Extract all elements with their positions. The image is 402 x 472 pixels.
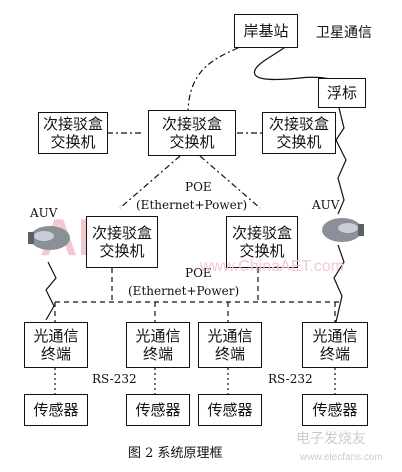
satellite-label: 卫星通信 (316, 25, 372, 41)
auv-label-right: AUV (312, 198, 340, 212)
terminal-line-2: 终端 (214, 345, 245, 363)
sensor-2: 传感器 (126, 394, 190, 426)
terminal-line-1: 光通信 (207, 327, 253, 345)
poe-detail-top: (Ethernet+Power) (136, 198, 248, 212)
sensor-label: 传感器 (312, 401, 358, 419)
buoy-label: 浮标 (326, 84, 357, 102)
shore-link-line (187, 47, 239, 111)
auv-right-link (333, 244, 345, 323)
figure-caption: 图 2 系统原理框 (128, 446, 223, 461)
shore-station-label: 岸基站 (243, 22, 289, 40)
satellite-link-line (254, 35, 341, 83)
sensor-4: 传感器 (302, 394, 368, 426)
auv-left-link (45, 261, 57, 321)
terminal-line-2: 终端 (142, 345, 173, 363)
poe-right-line (199, 155, 261, 209)
terminal-line-2: 终端 (40, 345, 71, 363)
optical-terminal-3: 光通信 终端 (198, 322, 262, 368)
junction-switch-top-right: 次接驳盒 交换机 (262, 112, 336, 154)
auv-label-left: AUV (30, 206, 58, 220)
auv-left-icon (28, 226, 70, 250)
terminal-line-1: 光通信 (312, 327, 358, 345)
junction-line-2: 交换机 (99, 242, 145, 260)
poe-left-line (119, 155, 181, 209)
shore-station-box: 岸基站 (234, 14, 298, 48)
watermark-site-small: www.elecfans.com (300, 452, 383, 463)
rs232-label-left: RS-232 (92, 372, 137, 386)
junction-line-2: 交换机 (169, 133, 215, 151)
optical-terminal-1: 光通信 终端 (24, 322, 88, 368)
junction-switch-top-left: 次接驳盒 交换机 (38, 112, 108, 154)
watermark-site: www.ChinaAET.com (200, 258, 345, 275)
junction-line-1: 次接驳盒 (268, 115, 329, 133)
optical-terminal-4: 光通信 终端 (302, 322, 368, 368)
junction-line-1: 次接驳盒 (161, 115, 222, 133)
auv-right-icon (322, 218, 364, 242)
junction-line-2: 交换机 (276, 133, 322, 151)
optical-terminal-2: 光通信 终端 (126, 322, 190, 368)
buoy-auv-link (335, 103, 347, 215)
junction-switch-lower-left: 次接驳盒 交换机 (86, 216, 158, 268)
sensor-3: 传感器 (198, 394, 262, 426)
sensor-label: 传感器 (33, 401, 79, 419)
terminal-line-2: 终端 (319, 345, 350, 363)
watermark-logo-cn: 电子发烧友 (296, 430, 366, 446)
poe-label-top: POE (185, 180, 212, 194)
junction-line-2: 交换机 (50, 133, 96, 151)
buoy-box: 浮标 (318, 78, 366, 108)
junction-line-2: 交换机 (239, 242, 285, 260)
sensor-label: 传感器 (207, 401, 253, 419)
sensor-label: 传感器 (135, 401, 181, 419)
junction-switch-top-center: 次接驳盒 交换机 (148, 110, 236, 156)
sensor-1: 传感器 (24, 394, 88, 426)
junction-line-1: 次接驳盒 (42, 115, 103, 133)
rs232-label-right: RS-232 (268, 372, 313, 386)
junction-line-1: 次接驳盒 (91, 224, 152, 242)
poe-detail-bottom: (Ethernet+Power) (128, 284, 240, 298)
junction-switch-lower-right: 次接驳盒 交换机 (226, 216, 298, 268)
terminal-line-1: 光通信 (33, 327, 79, 345)
junction-line-1: 次接驳盒 (231, 224, 292, 242)
terminal-line-1: 光通信 (135, 327, 181, 345)
poe-label-bottom: POE (185, 266, 212, 280)
